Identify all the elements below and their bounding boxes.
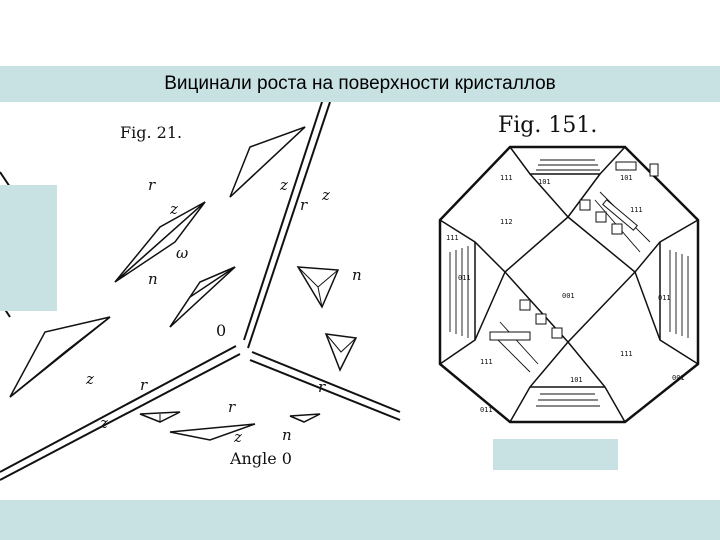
side-overlay-box bbox=[0, 185, 57, 311]
face-label-101-c: 101 bbox=[570, 376, 583, 384]
label-n-3: n bbox=[282, 426, 292, 444]
face-label-011-c: 011 bbox=[480, 406, 493, 414]
face-label-111-a: 111 bbox=[500, 174, 513, 182]
label-omega: ω bbox=[176, 244, 188, 262]
face-label-001-a: 001 bbox=[562, 292, 575, 300]
slide-title: Вицинали роста на поверхности кристаллов bbox=[164, 73, 556, 94]
label-z-1: z bbox=[279, 176, 288, 194]
footer-band bbox=[0, 500, 720, 540]
face-label-111-d: 111 bbox=[620, 350, 633, 358]
face-label-111-e: 111 bbox=[480, 358, 493, 366]
label-r-3: r bbox=[140, 376, 148, 394]
label-z-3: z bbox=[169, 200, 178, 218]
figure-left-drawing: Fig. 21. r z z r z ω n n 0 z r z r r z n… bbox=[0, 102, 401, 481]
face-label-001-b: 001 bbox=[672, 374, 685, 382]
label-z-4: z bbox=[85, 370, 94, 388]
label-o: 0 bbox=[216, 321, 226, 340]
label-r-1: r bbox=[148, 176, 156, 194]
face-label-011-b: 011 bbox=[658, 294, 671, 302]
caption-overlay-box bbox=[493, 439, 618, 470]
face-label-101-b: 101 bbox=[620, 174, 633, 182]
title-band bbox=[0, 66, 720, 102]
face-label-112: 112 bbox=[500, 218, 513, 226]
figure-right-drawing: Fig. 151. 111 bbox=[438, 113, 700, 424]
label-z-6: z bbox=[233, 428, 242, 446]
figure-left-bottom-caption: Angle 0 bbox=[229, 449, 292, 468]
label-r-2: r bbox=[300, 196, 308, 214]
face-label-111-b: 111 bbox=[446, 234, 459, 242]
label-z-2: z bbox=[321, 186, 330, 204]
label-n-2: n bbox=[352, 266, 362, 284]
label-r-5: r bbox=[318, 378, 326, 396]
face-label-011-a: 011 bbox=[458, 274, 471, 282]
face-label-101-a: 101 bbox=[538, 178, 551, 186]
face-label-111-c: 111 bbox=[630, 206, 643, 214]
label-r-4: r bbox=[228, 398, 236, 416]
figure-left-caption: Fig. 21. bbox=[120, 123, 182, 142]
figure-right-caption: Fig. 151. bbox=[498, 113, 597, 138]
label-n-1: n bbox=[148, 270, 158, 288]
label-z-5: z bbox=[99, 414, 108, 432]
